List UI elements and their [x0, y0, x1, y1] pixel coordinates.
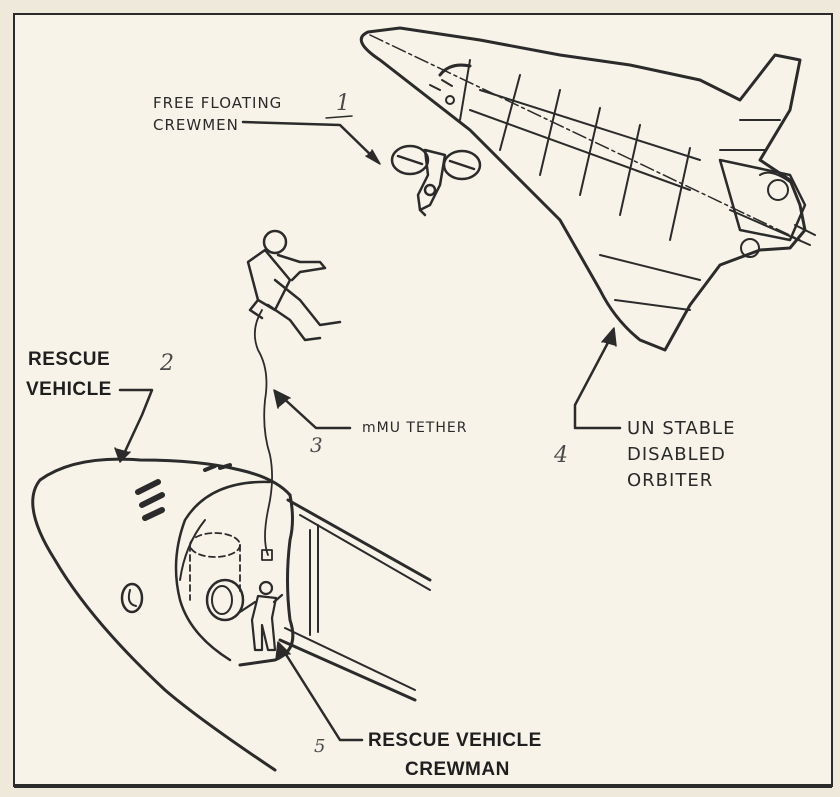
arrow-rescue-vehicle [118, 388, 154, 460]
callout-number-1-underline [325, 115, 353, 119]
arrow-free-floating [241, 120, 380, 164]
rescue-vehicle-drawing [31, 457, 432, 772]
orbiter-drawing [359, 26, 816, 352]
label-crewman-line1: RESCUE VEHICLE [368, 730, 542, 751]
mmu-astronaut-drawing [246, 229, 342, 561]
label-unstable-line1: UN STABLE [627, 418, 735, 439]
callout-number-2: 2 [159, 351, 174, 376]
label-unstable-line2: DISABLED [627, 444, 726, 465]
label-rescue-vehicle-line1: RESCUE [28, 349, 110, 370]
label-rescue-vehicle-line2: VEHICLE [26, 379, 112, 400]
arrow-crewman [278, 643, 364, 742]
label-unstable-line3: ORBITER [627, 470, 713, 491]
label-mmu-tether: mMU TETHER [362, 420, 467, 436]
label-free-floating-line2: CREWMEN [153, 116, 239, 134]
callout-number-5: 5 [314, 736, 325, 757]
arrow-mmu-tether [278, 393, 352, 430]
callout-number-3: 3 [310, 433, 323, 457]
callout-number-4: 4 [553, 443, 568, 468]
callout-number-1: 1 [336, 91, 350, 116]
callout-arrows [114, 120, 622, 742]
free-floating-crewman-drawing [390, 144, 482, 217]
paper-sheet [13, 13, 833, 787]
rescue-crewman-drawing [238, 580, 284, 652]
label-crewman-line2: CREWMAN [405, 759, 510, 780]
label-free-floating-line1: FREE FLOATING [153, 94, 282, 112]
arrow-orbiter [573, 333, 622, 430]
